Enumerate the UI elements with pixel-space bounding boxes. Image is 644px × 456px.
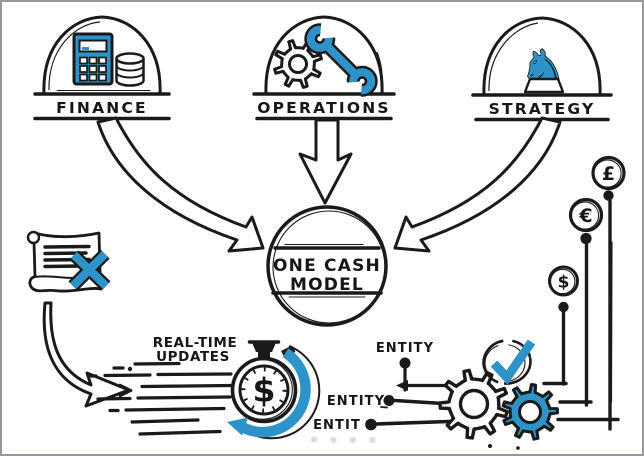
voided-invoice [26, 230, 111, 293]
strategy-dome [482, 16, 602, 96]
stopwatch-dollar: $ [253, 371, 276, 410]
realtime-label-line2: UPDATES [156, 349, 230, 365]
stopwatch-crown [252, 342, 276, 352]
coins-icon [115, 52, 145, 87]
speed-lines [88, 361, 234, 436]
coin-dot-usd [558, 301, 569, 313]
finance-dome [42, 15, 162, 95]
strategy-node: STRATEGY ♞ [471, 16, 613, 122]
scroll-curl [26, 230, 41, 245]
stopwatch-icon: $ [230, 340, 298, 424]
arrow-strategy-to-model [393, 116, 562, 253]
swoosh-arrow [227, 345, 321, 440]
model-circle [266, 205, 388, 327]
sketch-dot [488, 444, 492, 448]
checkmark-icon [490, 339, 536, 385]
check-sketch-circle [482, 339, 532, 385]
chess-knight-icon: ♞ [519, 39, 569, 104]
currency-connectors [542, 199, 620, 431]
swoosh-arrowhead [227, 417, 248, 436]
model-label-line1: ONE CASH [273, 256, 381, 276]
gear-hole [288, 54, 308, 74]
sketch-line [232, 359, 293, 420]
sketch-line [593, 159, 622, 188]
coin-dot-eur [580, 232, 592, 245]
arrow-finance-to-model [96, 116, 265, 253]
stopwatch-dial [238, 364, 290, 416]
coin-usd-symbol: $ [558, 273, 570, 293]
entity-line-3 [375, 419, 451, 426]
entity-dot-2 [383, 395, 395, 406]
arrow-operations-to-model [298, 118, 353, 205]
sketch-line [488, 22, 539, 92]
scroll-text-lines [43, 244, 91, 269]
entity-connectors: ENTITY ENTITY ENTIT [310, 341, 451, 444]
sketch-line [376, 51, 383, 91]
operations-dome [264, 15, 384, 95]
finance-dome-sketch [48, 21, 101, 91]
realtime-label-line1: REAL-TIME [153, 335, 238, 351]
entity-arrowhead-1 [396, 380, 408, 391]
entity-label-3: ENTIT [313, 418, 361, 433]
wrench-icon [304, 23, 378, 97]
sketch-line [570, 201, 600, 230]
coin-usd-icon [548, 265, 579, 297]
coin-gbp-icon [591, 155, 626, 191]
operations-label: OPERATIONS [257, 99, 391, 117]
currency-coins: £ € $ [542, 155, 626, 431]
sketch-dot [516, 446, 520, 450]
fading-dots [310, 436, 376, 444]
coin-dot-gbp [603, 190, 614, 201]
swoosh-sketch [253, 345, 321, 440]
entity-label-2: ENTITY [327, 394, 385, 409]
consolidation-gears [438, 368, 559, 450]
operations-node: OPERATIONS [252, 15, 396, 121]
sketch-line [484, 343, 526, 383]
coin-gbp-symbol: £ [602, 163, 615, 185]
knight-base [523, 77, 565, 94]
one-cash-model-node: ONE CASH MODEL [266, 205, 388, 327]
coin-eur-symbol: € [578, 205, 592, 227]
entity-line-2 [393, 398, 445, 406]
gear-blue-hole [518, 400, 542, 424]
approved-check [482, 339, 536, 385]
sketch-line [380, 406, 388, 409]
gear-white-hole [458, 388, 490, 420]
finance-node: FINANCE [33, 15, 171, 121]
stopwatch-ticks [241, 367, 287, 413]
model-circle-sketch [272, 210, 386, 324]
entity-label-1: ENTITY [376, 341, 434, 356]
calculator-icon [72, 32, 114, 86]
finance-label: FINANCE [56, 99, 148, 117]
stopwatch-neck [258, 352, 270, 359]
sketch-line [549, 268, 576, 295]
entity-dot-3 [365, 418, 377, 431]
x-mark-icon [68, 249, 111, 291]
coin-eur-icon [568, 197, 604, 233]
arrow-invoice-to-stopwatch [42, 301, 131, 408]
swoosh-arc [240, 348, 311, 438]
strategy-label: STRATEGY [489, 100, 596, 118]
model-label-line2: MODEL [290, 275, 364, 295]
